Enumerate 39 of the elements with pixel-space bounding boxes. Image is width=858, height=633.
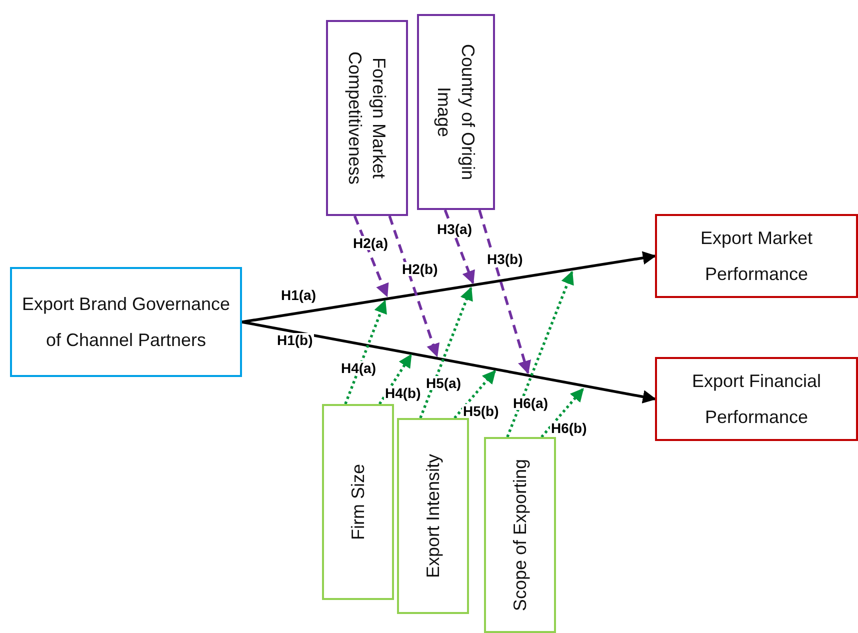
- concept-box: [655, 214, 858, 298]
- concept-box: [10, 267, 242, 377]
- edge-label: H2(a): [352, 236, 390, 250]
- concept-box: [655, 357, 858, 441]
- concept-box: [417, 14, 495, 210]
- edge-label: H1(a): [280, 288, 318, 302]
- concept-box: [397, 418, 469, 614]
- edge-label: H5(b): [462, 404, 500, 418]
- box-label: Scope of Exporting: [509, 458, 531, 612]
- edge-label: H1(b): [276, 333, 314, 347]
- arrow: [242, 320, 656, 404]
- box-label: Export Market Performance: [699, 227, 814, 286]
- arrow: [478, 210, 531, 374]
- box-label: Export Intensity: [422, 454, 444, 578]
- box-label: Foreign Market Competitiveness: [344, 50, 390, 187]
- concept-box: [322, 404, 394, 600]
- arrow: [242, 251, 656, 324]
- edge-label: H6(a): [512, 396, 550, 410]
- arrow: [419, 286, 473, 418]
- edge-label: H4(a): [340, 361, 378, 375]
- edge-label: H3(a): [436, 222, 474, 236]
- arrow: [540, 388, 584, 438]
- arrow: [353, 216, 389, 298]
- arrow: [388, 216, 440, 358]
- box-label: Export Financial Performance: [690, 370, 822, 429]
- arrow: [344, 300, 387, 404]
- box-label: Country of Origin Image: [433, 42, 479, 182]
- concept-box: [484, 437, 556, 633]
- edge-label: H4(b): [384, 386, 422, 400]
- arrow: [378, 354, 412, 405]
- edge-label: H6(b): [550, 421, 588, 435]
- edge-label: H5(a): [425, 376, 462, 390]
- arrow: [454, 370, 496, 419]
- box-label: Export Brand Governance of Channel Partners: [20, 293, 232, 352]
- edge-label: H3(b): [486, 252, 524, 266]
- concept-box: [326, 20, 408, 216]
- arrow: [506, 270, 574, 438]
- box-label: Firm Size: [347, 464, 369, 540]
- edge-label: H2(b): [401, 262, 439, 276]
